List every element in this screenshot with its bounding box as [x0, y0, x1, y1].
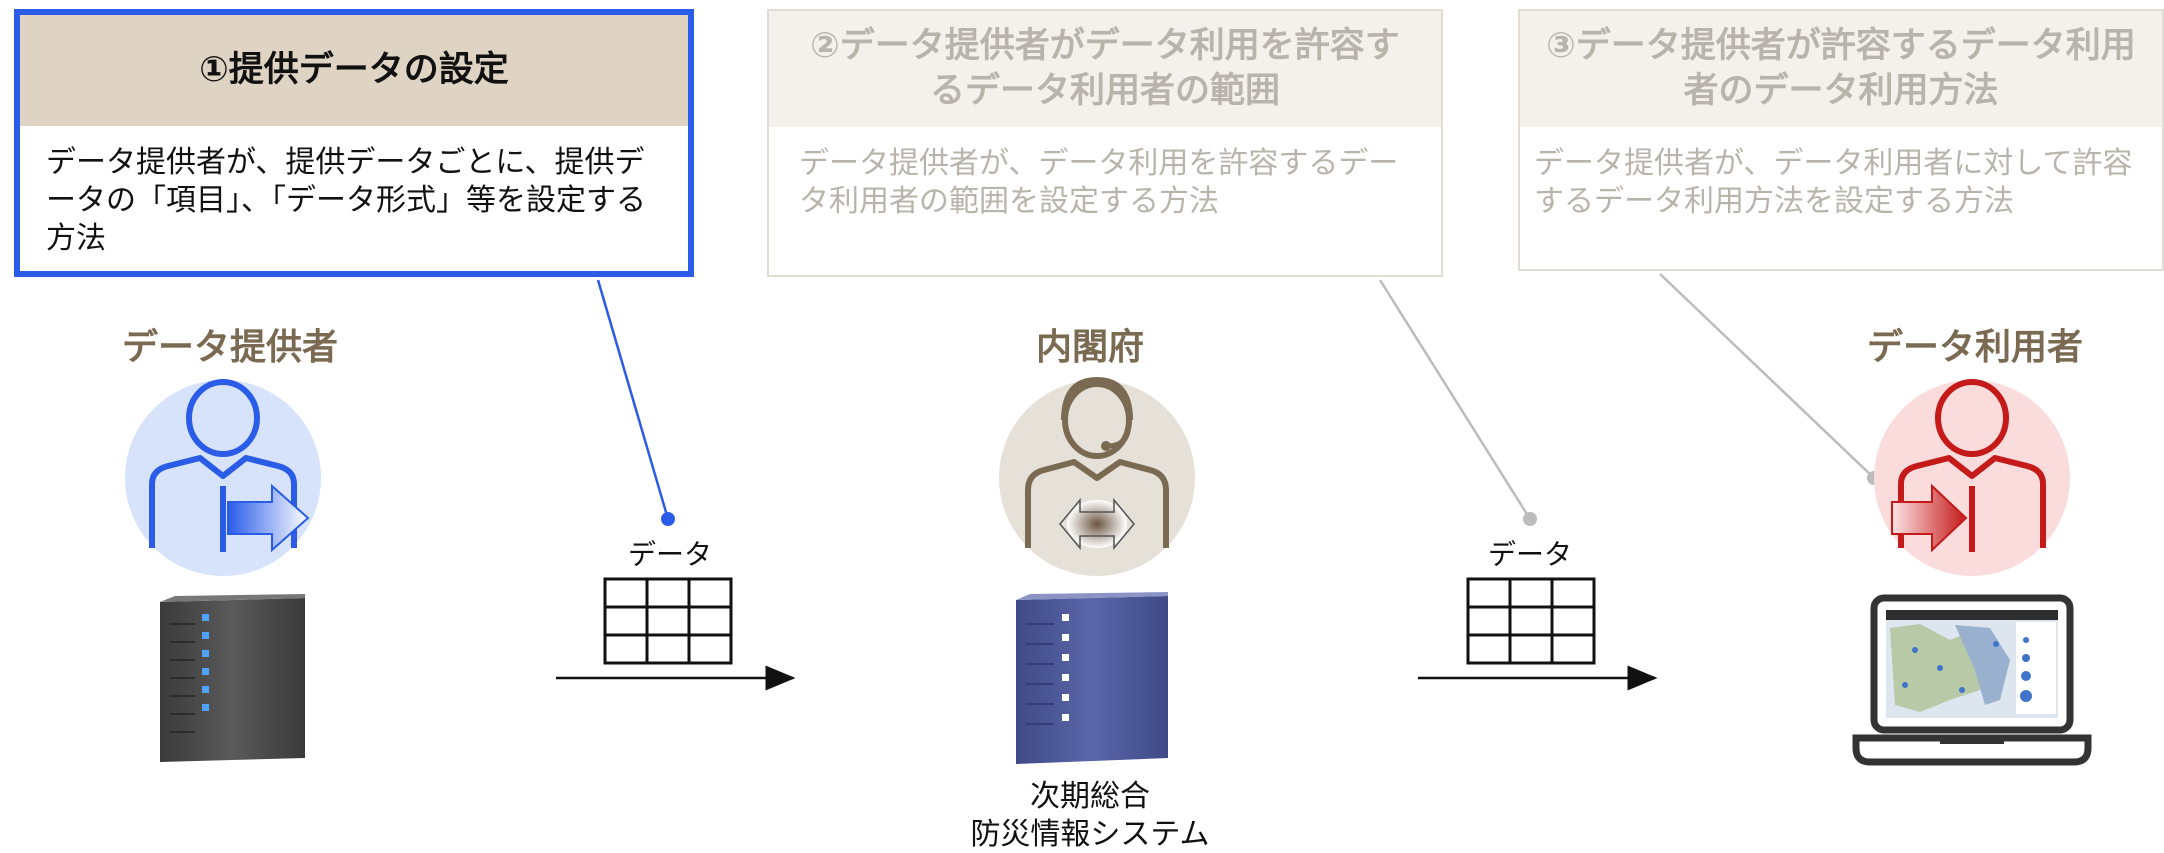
provider-person-icon	[125, 380, 321, 576]
user-person-icon	[1874, 380, 2070, 576]
user-laptop-icon	[1856, 598, 2088, 762]
central-server-icon	[1016, 592, 1168, 764]
provider-server-icon	[160, 594, 305, 762]
data-table-icon-1	[605, 579, 731, 663]
callout-connector-3	[1660, 274, 1881, 485]
callout-connector-1	[598, 280, 675, 526]
cabinet-operator-icon	[999, 380, 1195, 576]
callout-connector-2	[1380, 280, 1537, 526]
data-table-icon-2	[1468, 579, 1594, 663]
